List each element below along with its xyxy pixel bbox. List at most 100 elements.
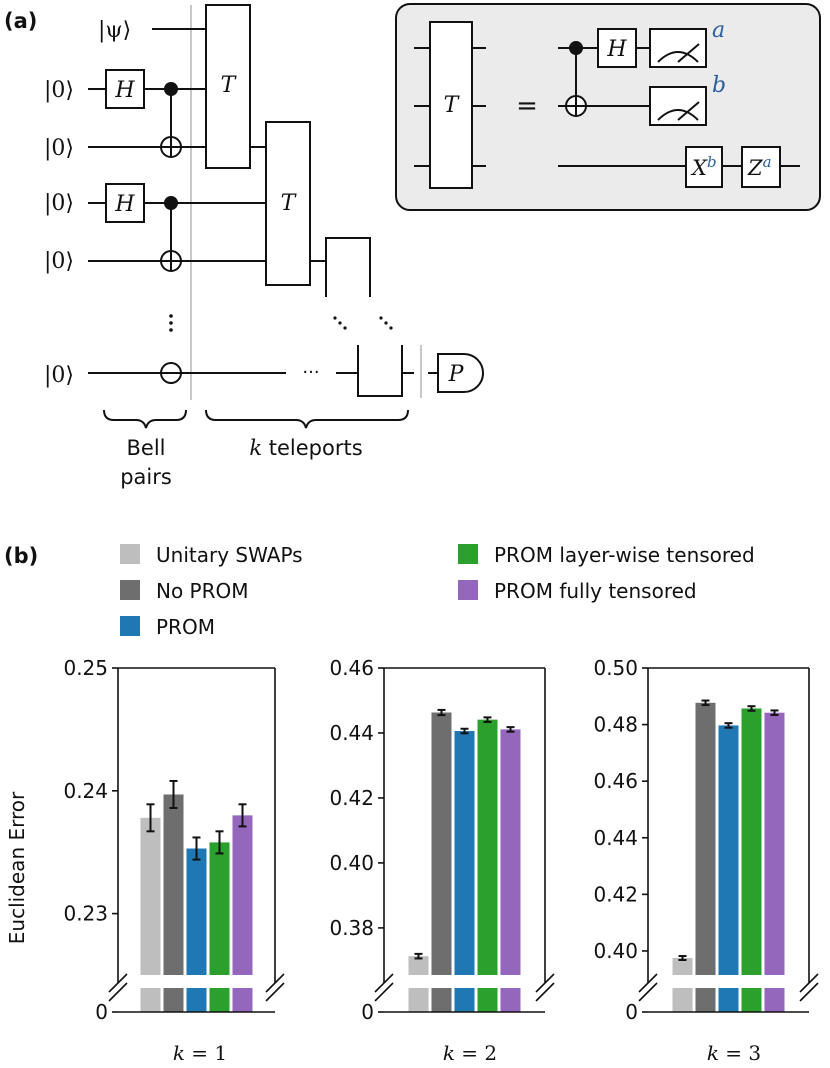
bar-3: [718, 725, 739, 975]
y-tick-label: 0.24: [63, 779, 108, 803]
bar-5: [500, 729, 521, 975]
legend-label-2: PROM: [156, 615, 215, 639]
inset-equals: =: [516, 91, 538, 121]
cnot-gate-2: [160, 196, 182, 272]
pauli-x-gate: [685, 146, 723, 188]
y-tick-label: 0.48: [593, 713, 638, 737]
inset-hadamard-gate: [597, 28, 637, 68]
pauli-x-label: Xb: [690, 153, 717, 180]
error-bar-1: [678, 955, 687, 962]
bar-stub-3: [454, 988, 475, 1012]
bar-2: [695, 702, 716, 975]
y-tick-label: 0.42: [329, 786, 374, 810]
teleport-gate-1: [205, 4, 251, 169]
y-tick-label: 0.44: [329, 721, 374, 745]
error-bar-1: [414, 952, 423, 960]
bar-stub-5: [232, 988, 253, 1012]
panel-a-label: (a): [4, 9, 37, 33]
bar-2: [431, 712, 452, 975]
axis-break-mark-2: [535, 973, 555, 1002]
teleport-gate-3-partial: [325, 237, 371, 297]
bar-3: [454, 731, 475, 975]
error-bar-2: [437, 708, 446, 717]
legend-swatch-2: [120, 616, 140, 636]
teleport-definition-inset: T = H a b Xb Za: [395, 3, 821, 211]
legend-label-4: PROM fully tensored: [494, 579, 697, 603]
bar-4: [209, 842, 230, 975]
axis-break-mark-2: [799, 973, 819, 1002]
bar-1: [408, 956, 429, 975]
bar-stub-4: [477, 988, 498, 1012]
inset-cnot: [565, 41, 587, 117]
inset-teleport-gate: [429, 21, 473, 189]
y-tick-label-zero: 0: [95, 1000, 108, 1024]
projector-gate: [437, 353, 484, 393]
error-bar-1: [146, 803, 155, 833]
y-tick-label: 0.46: [329, 656, 374, 680]
y-axis-label: Euclidean Error: [5, 791, 29, 944]
legend-swatch-4: [458, 580, 478, 600]
error-bar-4: [747, 705, 756, 712]
measurement-a-label: a: [712, 18, 725, 43]
error-bar-2: [701, 699, 710, 707]
legend-swatch-3: [458, 544, 478, 564]
bar-stub-2: [695, 988, 716, 1012]
bar-1: [672, 958, 693, 975]
projector-label: P: [448, 362, 465, 387]
x-axis-label: k = 3: [707, 1041, 761, 1065]
teleports-label: k teleports: [249, 436, 362, 460]
x-axis-label: k = 1: [173, 1041, 227, 1065]
circuit-diagram: |ψ⟩ |0⟩ |0⟩ |0⟩ |0⟩ |0⟩ H H: [44, 4, 484, 489]
input-label-0-2: |0⟩: [44, 136, 74, 161]
input-label-0-4: |0⟩: [44, 249, 74, 274]
bar-stub-1: [672, 988, 693, 1012]
axis-break-gap: [650, 977, 807, 986]
measurement-b-icon: [649, 86, 707, 126]
axis-break-gap: [120, 977, 273, 986]
vertical-ellipsis: [169, 314, 173, 332]
measurement-b-label: b: [712, 73, 726, 98]
cnot-gate-1: [160, 82, 182, 158]
measurement-a-icon: [649, 28, 707, 68]
teleport-label-1: T: [221, 73, 238, 98]
diagonal-ellipsis: [333, 316, 393, 330]
bar-stub-2: [163, 988, 184, 1012]
bar-stub-3: [718, 988, 739, 1012]
axis-break-mark-1: [638, 973, 658, 1002]
error-bar-4: [483, 716, 492, 723]
inset-hadamard-label: H: [606, 37, 627, 62]
bar-stub-5: [764, 988, 785, 1012]
teleport-gate-last-partial: [357, 345, 403, 397]
y-tick-label: 0.42: [593, 882, 638, 906]
error-bar-5: [238, 803, 247, 828]
y-tick-label: 0.50: [593, 656, 638, 680]
input-label-psi: |ψ⟩: [98, 18, 131, 43]
error-bar-5: [770, 709, 779, 716]
error-bar-3: [460, 727, 469, 735]
error-bar-2: [169, 779, 178, 809]
cnot-gate-3: [160, 362, 182, 384]
y-tick-label-zero: 0: [625, 1000, 638, 1024]
pauli-z-gate: [741, 146, 781, 188]
bell-pairs-brace: [103, 409, 187, 429]
axis-break-mark-2: [265, 973, 285, 1002]
pauli-z-label: Za: [747, 153, 772, 180]
bar-stub-5: [500, 988, 521, 1012]
axis-break-mark-1: [108, 973, 128, 1002]
legend-label-3: PROM layer-wise tensored: [494, 543, 755, 567]
legend-label-0: Unitary SWAPs: [156, 543, 303, 567]
bar-4: [741, 708, 762, 975]
horizontal-ellipsis: ···: [302, 362, 319, 383]
teleport-gate-2: [265, 121, 311, 286]
legend-swatch-1: [120, 580, 140, 600]
error-bar-4: [215, 830, 224, 855]
hadamard-gate-2: [105, 183, 145, 223]
bar-5: [232, 815, 253, 975]
error-bar-3: [192, 836, 201, 861]
